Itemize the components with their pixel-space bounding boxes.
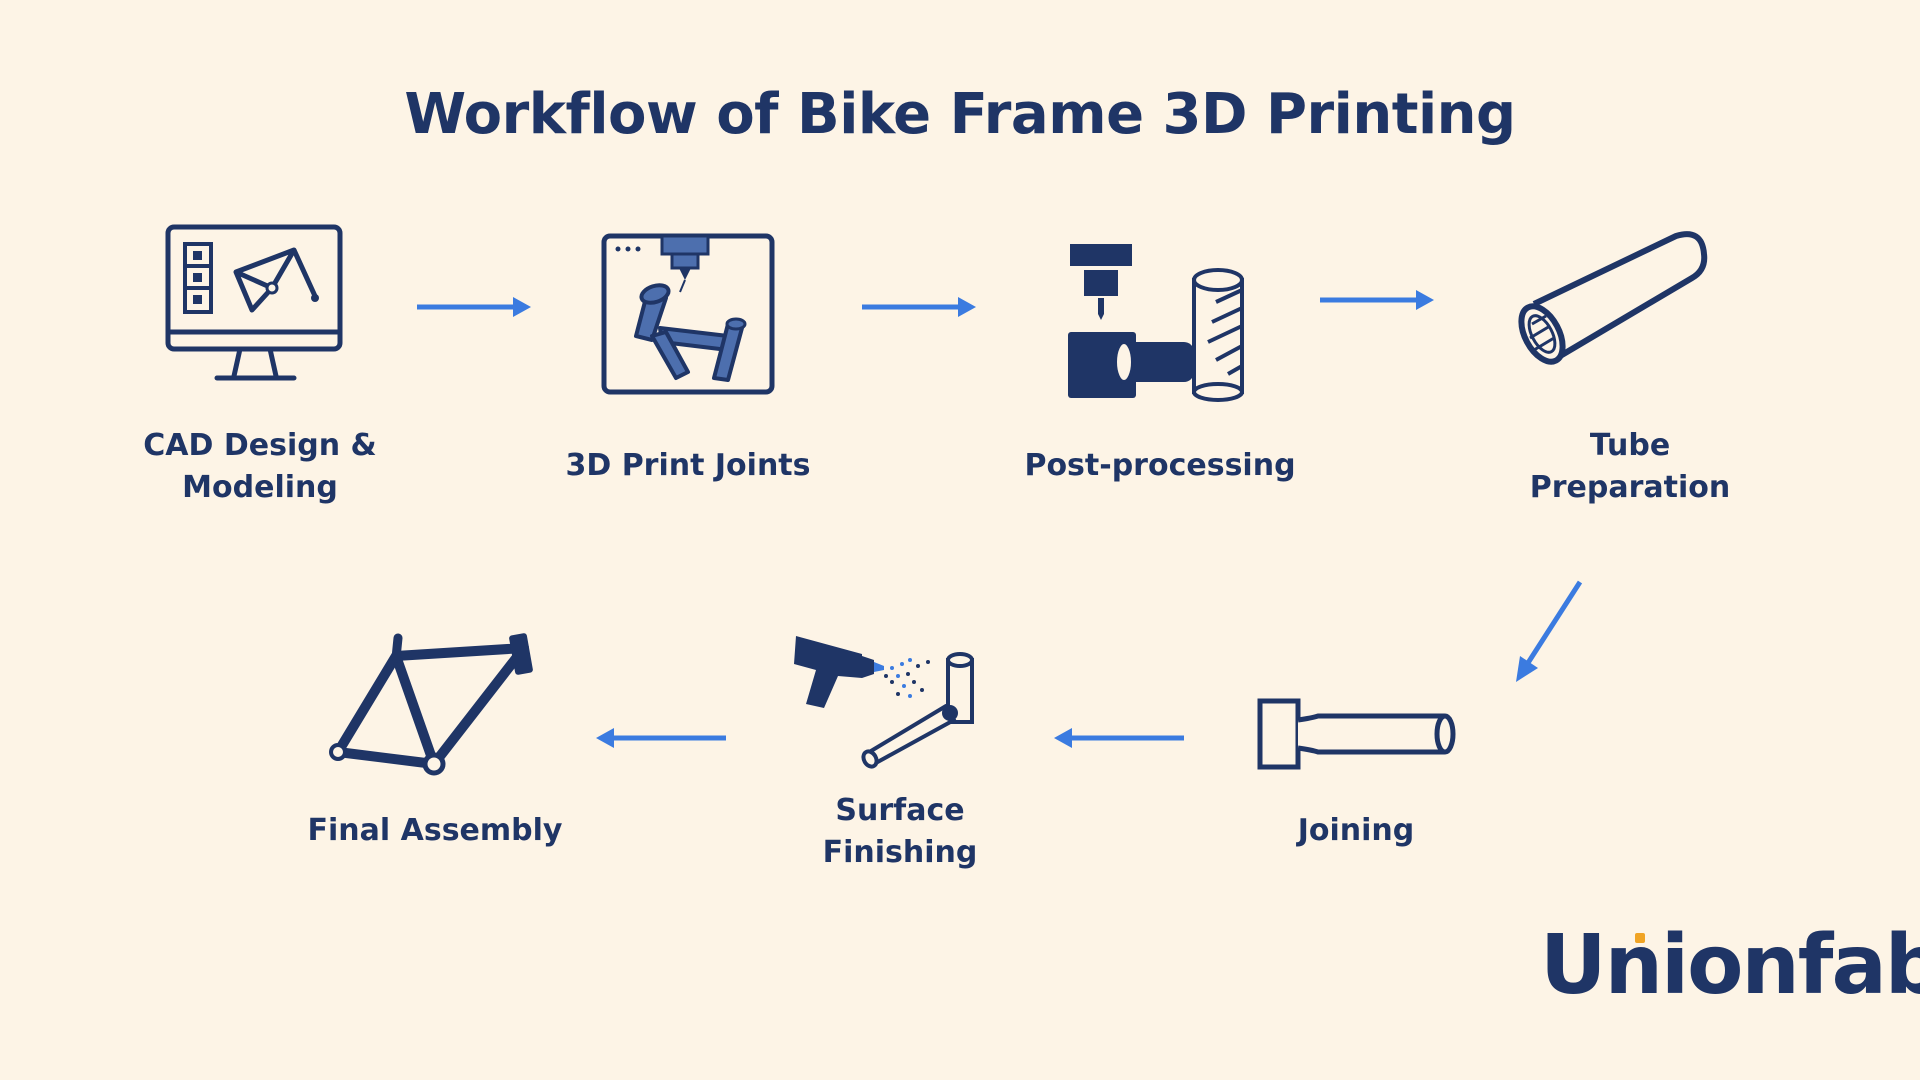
step-tube-preparation <box>1518 228 1710 368</box>
3d-printer-icon <box>601 233 775 395</box>
arrow-right-1 <box>417 297 531 317</box>
arrow-right-3 <box>1320 290 1434 310</box>
arrow-right-2 <box>862 297 976 317</box>
step-post-processing <box>1066 242 1248 402</box>
step-surface-finishing <box>788 630 978 769</box>
tube-icon <box>1518 231 1708 365</box>
step-label-finishing: Surface Finishing <box>822 793 978 870</box>
machining-icon <box>1068 244 1244 402</box>
unionfab-logo: Unionfab <box>1540 925 1920 1007</box>
diagram-title: Workflow of Bike Frame 3D Printing <box>404 82 1516 147</box>
step-label-assembly: Final Assembly <box>307 813 563 848</box>
spray-gun-icon <box>794 636 974 769</box>
step-label-tube: Tube Preparation <box>1529 428 1731 505</box>
step-label-joining: Joining <box>1297 813 1415 848</box>
monitor-cad-icon <box>165 224 343 381</box>
bike-frame-icon <box>329 633 533 776</box>
logo-text: Unionfab <box>1540 918 1920 1013</box>
step-joining <box>1256 698 1456 770</box>
logo-accent-dot <box>1635 933 1645 943</box>
step-label-post: Post-processing <box>1024 448 1296 483</box>
step-label-cad: CAD Design & Modeling <box>143 428 377 505</box>
arrow-left-1 <box>1054 728 1184 748</box>
step-label-print: 3D Print Joints <box>565 448 811 483</box>
step-3d-print <box>600 232 776 396</box>
step-final-assembly <box>326 632 548 780</box>
step-cad-design <box>162 222 352 382</box>
arrow-down-left <box>1516 580 1583 682</box>
arrow-left-2 <box>596 728 726 748</box>
joint-tube-icon <box>1257 698 1456 770</box>
